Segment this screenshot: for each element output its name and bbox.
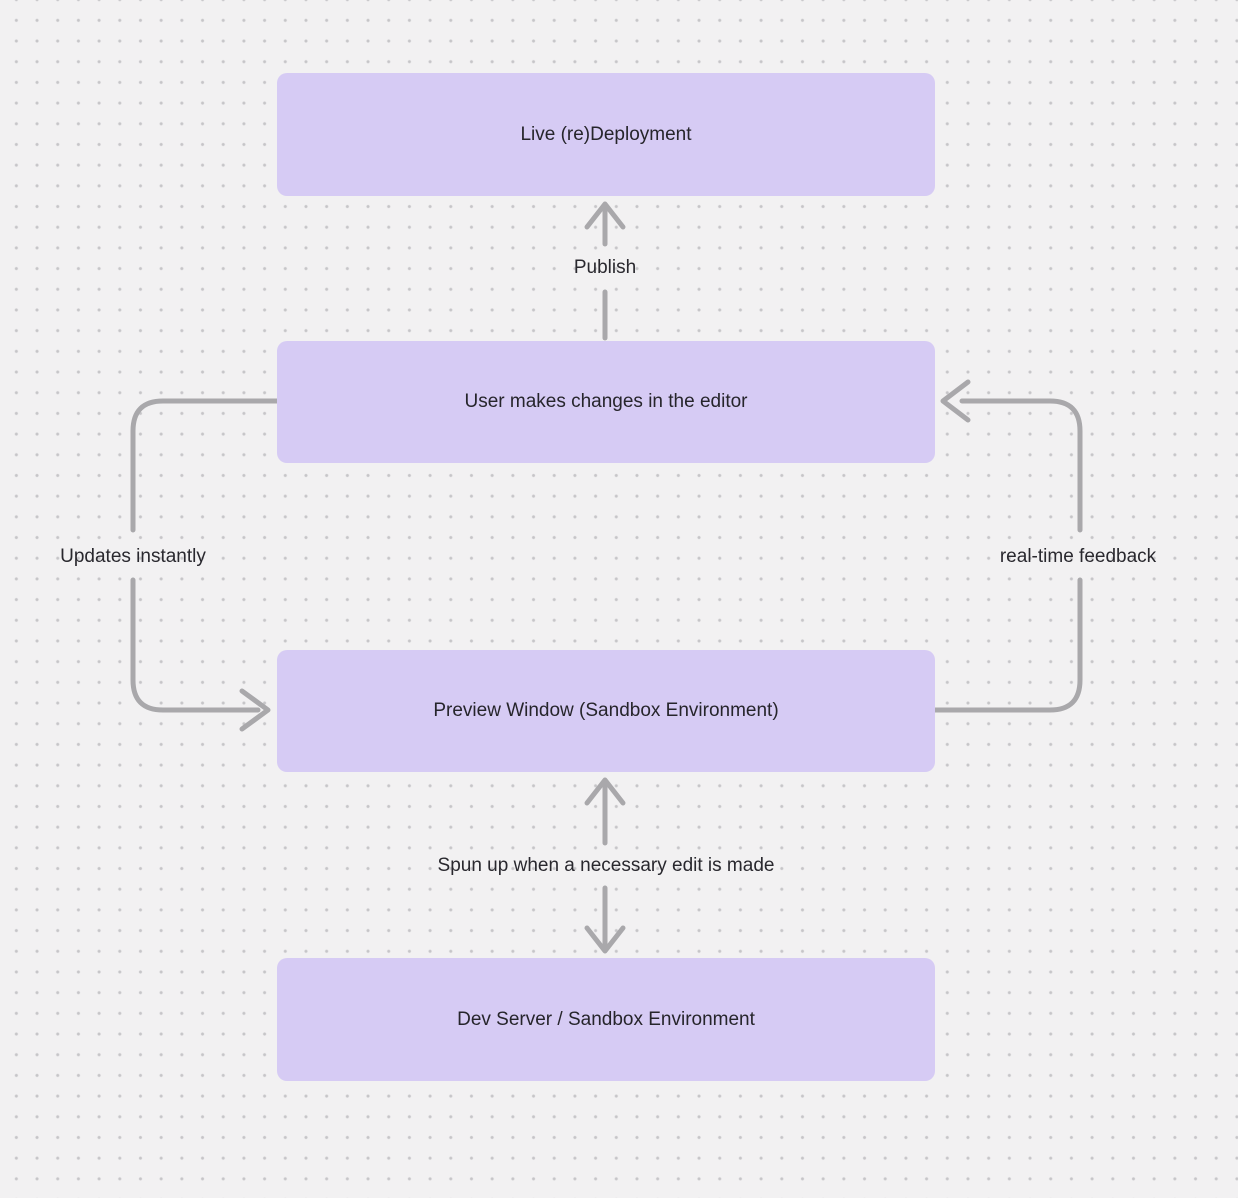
arrowhead-left-icon	[940, 379, 971, 423]
node-user-editor-changes: User makes changes in the editor	[277, 341, 935, 463]
arrowhead-up-icon	[584, 201, 626, 230]
node-label: Dev Server / Sandbox Environment	[457, 1008, 755, 1030]
node-label: Preview Window (Sandbox Environment)	[433, 700, 779, 722]
node-live-redeployment: Live (re)Deployment	[277, 73, 935, 196]
edge-label-real-time-feedback: real-time feedback	[999, 546, 1157, 567]
node-label: User makes changes in the editor	[464, 391, 748, 413]
node-label: Live (re)Deployment	[520, 123, 692, 145]
edge-label-publish: Publish	[573, 257, 637, 278]
edge-label-spun-up: Spun up when a necessary edit is made	[437, 855, 775, 876]
arrowhead-down-icon	[584, 925, 626, 954]
arrowhead-right-icon	[239, 688, 271, 732]
node-dev-server: Dev Server / Sandbox Environment	[277, 958, 935, 1081]
arrowhead-up-icon	[584, 777, 626, 806]
edge-label-updates-instantly: Updates instantly	[60, 546, 206, 567]
node-preview-window: Preview Window (Sandbox Environment)	[277, 650, 935, 772]
